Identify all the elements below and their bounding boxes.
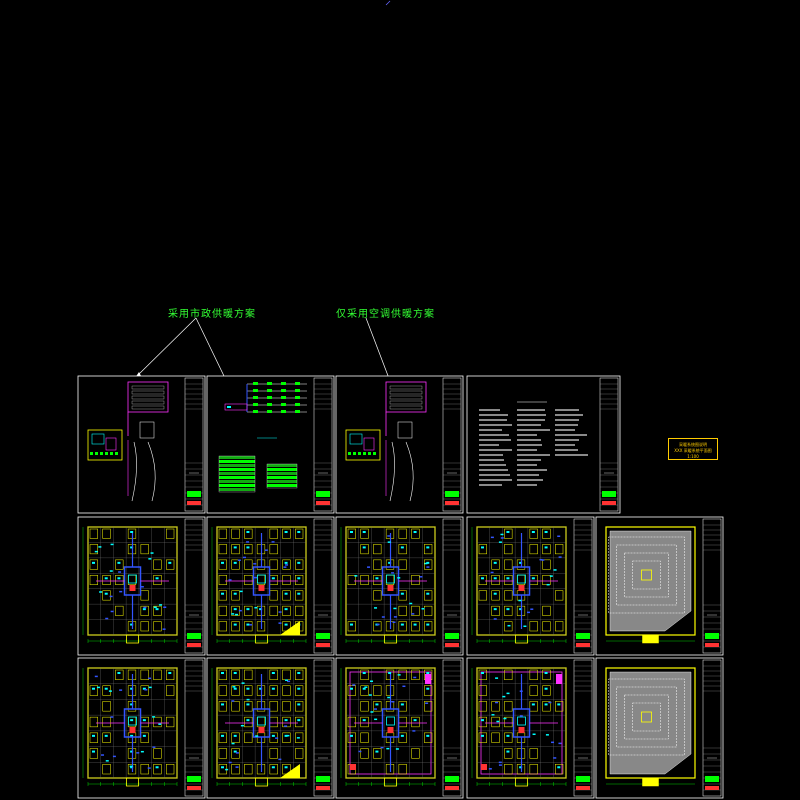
right-annotation-label: 仅采用空调供暖方案 — [336, 309, 435, 320]
drawing-sheet-r2c5[interactable] — [595, 516, 724, 656]
roof-contour — [616, 686, 677, 748]
roof-area — [609, 530, 692, 632]
stair-ramp — [280, 764, 300, 778]
drawing-sheet-r2c3[interactable] — [335, 516, 464, 656]
section-curve — [389, 441, 395, 502]
drawing-sheet-r1c4[interactable] — [466, 375, 621, 514]
drawing-sheet-r3c3[interactable] — [335, 657, 464, 799]
section-curve — [405, 441, 414, 502]
drawing-sheet-r3c5[interactable] — [595, 657, 724, 799]
roof-contour — [624, 552, 669, 598]
legend-line-2: XXX 采暖系统平面图 1:100 — [674, 448, 712, 459]
roof-contour — [624, 694, 669, 740]
legend-box[interactable]: 采暖系统图说明 XXX 采暖系统平面图 1:100 — [668, 438, 718, 460]
roof-contour — [608, 678, 685, 756]
stair-ramp — [280, 621, 300, 635]
drawing-sheet-r1c2[interactable] — [206, 375, 335, 514]
section-curve — [147, 441, 156, 502]
roof-contour — [608, 536, 685, 614]
legend-line-1: 采暖系统图说明 — [679, 442, 707, 447]
drawing-sheet-r2c2[interactable] — [206, 516, 335, 656]
drawing-sheet-r1c3[interactable] — [335, 375, 464, 514]
left-annotation-label: 采用市政供暖方案 — [168, 309, 256, 320]
drawing-sheet-r2c4[interactable] — [466, 516, 595, 656]
roof-contour — [616, 544, 677, 606]
roof-contour — [632, 702, 661, 732]
roof-area — [609, 671, 692, 775]
drawing-sheet-r1c1[interactable] — [77, 375, 206, 514]
drawing-sheet-r3c1[interactable] — [77, 657, 206, 799]
drawing-sheet-r3c2[interactable] — [206, 657, 335, 799]
roof-contour — [632, 560, 661, 590]
drawing-sheet-r3c4[interactable] — [466, 657, 595, 799]
drawing-sheet-r2c1[interactable] — [77, 516, 206, 656]
section-curve — [131, 441, 137, 502]
